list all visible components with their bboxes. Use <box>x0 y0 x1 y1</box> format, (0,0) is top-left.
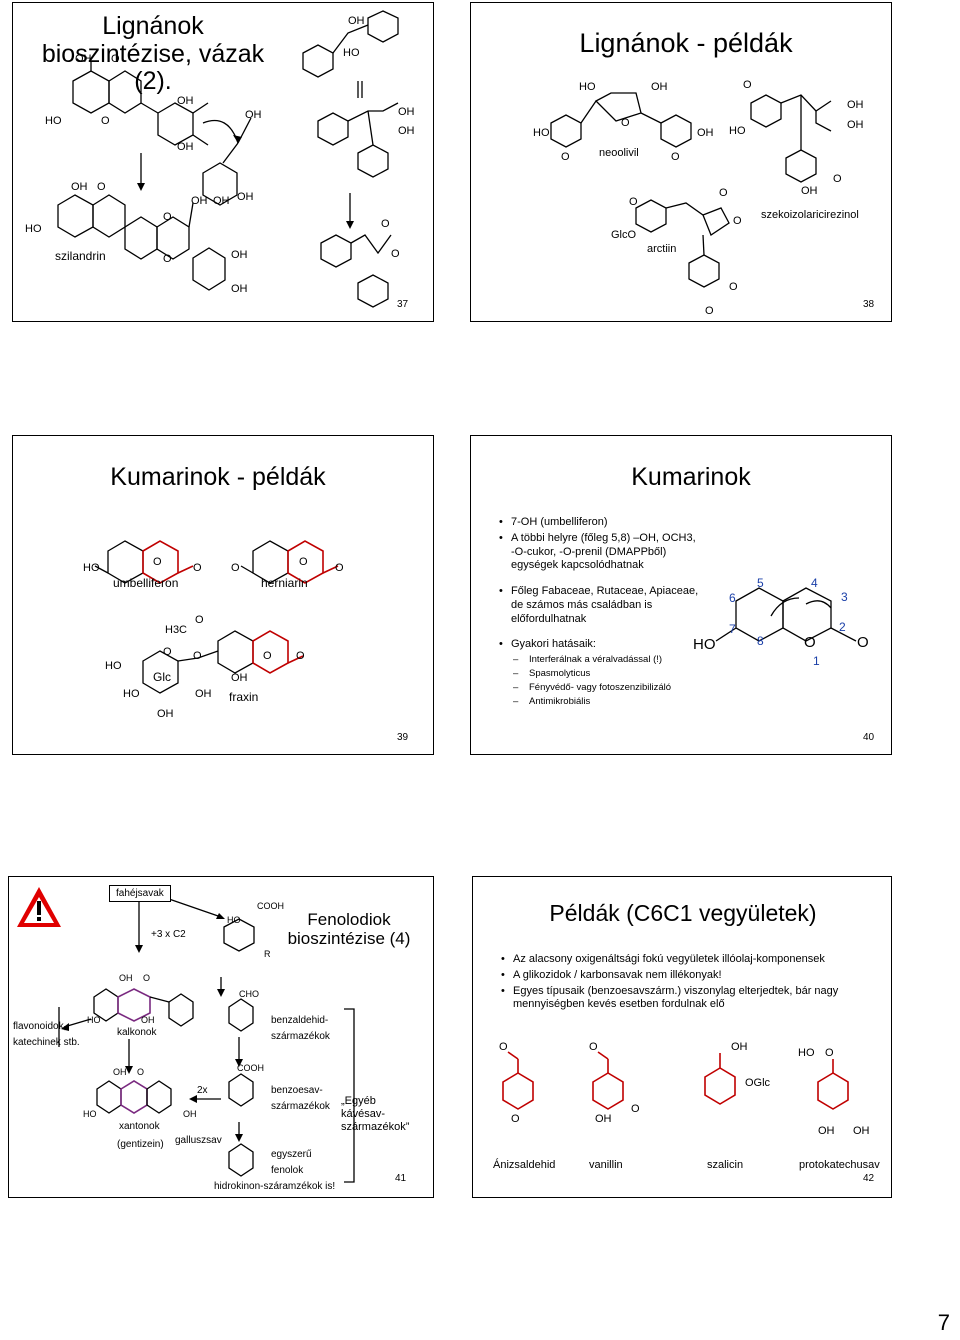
slide-title: Kumarinok - példák <box>110 463 326 491</box>
bullet: Egyes típusaik (benzoesavszárm.) viszony… <box>501 985 881 1013</box>
r-label: R <box>264 949 271 959</box>
ring-number: 7 <box>729 622 736 636</box>
compound-label-fraxin: fraxin <box>229 690 259 704</box>
fahejsavak-label: fahéjsavak <box>109 885 171 902</box>
ring-number: 4 <box>811 576 818 590</box>
ring-number: 5 <box>757 576 764 590</box>
slide-title: Lignánok - példák <box>579 28 793 58</box>
slide-number: 41 <box>395 1173 407 1184</box>
c6c1-compound-structures <box>502 1051 849 1110</box>
egyeb-label: „Egyéb kávésav-származékok” <box>341 1095 410 1134</box>
compound-label: protokatechusav <box>799 1159 880 1171</box>
compound-label-umbelliferon: umbelliferon <box>113 576 179 590</box>
ring-number: 1 <box>813 654 820 668</box>
compound-label: szalicin <box>707 1159 744 1171</box>
slide-number: 37 <box>397 299 409 310</box>
slide-40: Kumarinok 7-OH (umbelliferon) A többi he… <box>470 435 892 755</box>
dash-item: Antimikrobiális <box>499 696 699 708</box>
compound-label: Ánizsaldehid <box>493 1159 556 1171</box>
dash-item: Spasmolyticus <box>499 668 699 680</box>
slide-number: 40 <box>863 732 875 743</box>
ring-number: 8 <box>757 634 764 648</box>
compound-label-herniarin: herniarin <box>261 576 308 590</box>
benzoesav-label: benzoesav-származékok <box>271 1085 330 1112</box>
lignan-example-structures <box>550 92 832 288</box>
h3c-label: H3C <box>165 624 188 636</box>
egyszeru-label: egyszerű fenolok <box>271 1149 312 1176</box>
kalkonok-label: kalkonok <box>117 1027 157 1038</box>
bullet: A többi helyre (főleg 5,8) –OH, OCH3, -O… <box>499 532 699 573</box>
slide-39: Kumarinok - példák HO O O O O O HO O HO … <box>12 435 434 755</box>
c6c1-facts-list: Az alacsony oxigenáltsági fokú vegyülete… <box>501 953 881 1014</box>
ring-number: 6 <box>729 591 736 605</box>
compound-label-neoolivil: neoolivil <box>599 147 639 159</box>
coumarin-example-structures <box>94 540 339 694</box>
slide-number: 42 <box>863 1173 875 1184</box>
slide-41: Fenolodiok bioszintézise (4) <box>8 876 434 1198</box>
dash-item: Interferálnak a véralvadással (!) <box>499 654 699 666</box>
ring-number: 3 <box>841 590 848 604</box>
dash-item: Fényvédő- vagy fotoszenzibilizáló <box>499 682 699 694</box>
slide-42: Példák (C6C1 vegyületek) Az alacsony oxi… <box>472 876 892 1198</box>
bullet: Gyakori hatásaik: <box>499 638 699 652</box>
ring-number: 2 <box>839 620 846 634</box>
compound-label-szekoizolaricirezinol: szekoizolaricirezinol <box>761 209 859 221</box>
bullet: Főleg Fabaceae, Rutaceae, Apiaceae, de s… <box>499 585 699 626</box>
slide-title: Lignánok bioszintézise, vázak (2). <box>41 12 265 95</box>
bullet: 7-OH (umbelliferon) <box>499 516 699 530</box>
coumarin-core-structure <box>715 587 857 642</box>
lignan-biosynthesis-structures <box>57 10 399 308</box>
bullet: Az alacsony oxigenáltsági fokú vegyülete… <box>501 953 881 967</box>
slide-38: Lignánok - példák HO OH O HO OH O O O OH… <box>470 2 892 322</box>
glc-label: Glc <box>153 670 171 684</box>
plus-3c2-label: +3 x C2 <box>151 929 186 940</box>
hidrokinon-label: hidrokinon-száramzékok is! <box>214 1181 336 1192</box>
slide-title: Kumarinok <box>631 463 751 491</box>
slide-title: Fenolodiok bioszintézise (4) <box>287 910 411 948</box>
xantonok-label: xantonok <box>119 1121 160 1132</box>
compound-label: vanillin <box>589 1159 623 1171</box>
compound-label-szilandrin: szilandrin <box>55 249 106 263</box>
flavonoidok-label: flavonoidok, katechinek stb. <box>13 1021 80 1048</box>
coumarin-facts-list: 7-OH (umbelliferon) A többi helyre (főle… <box>499 516 699 710</box>
bullet: A glikozidok / karbonsavak nem illékonya… <box>501 969 881 983</box>
twox-label: 2x <box>197 1085 208 1096</box>
cooh-label: COOH <box>257 901 284 911</box>
slide-number: 38 <box>863 299 875 310</box>
slide-number: 39 <box>397 732 409 743</box>
slide-37: Lignánok bioszintézise, vázak (2). <box>12 2 434 322</box>
compound-label-arctiin: arctiin <box>647 243 677 255</box>
galluszsav-label: galluszsav <box>175 1135 222 1146</box>
cho-label: CHO <box>239 989 259 999</box>
page-number: 7 <box>937 1310 950 1335</box>
phenol-biosynthesis-scheme <box>17 887 355 1183</box>
slide-title: Példák (C6C1 vegyületek) <box>549 900 817 926</box>
benzaldehid-label: benzaldehid-származékok <box>271 1015 330 1042</box>
gentizein-label: (gentizein) <box>117 1139 164 1150</box>
glco-label: GlcO <box>611 229 637 241</box>
